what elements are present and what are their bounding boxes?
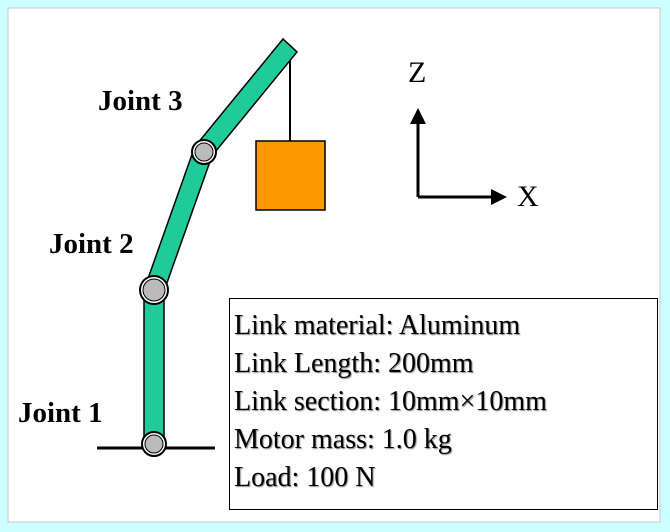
joint-3-marker [191, 139, 217, 165]
x-axis-arrowhead [491, 189, 507, 205]
joint-3-label: Joint 3 [98, 85, 183, 117]
coordinate-axes [410, 108, 507, 205]
specifications-box: Link material: Aluminum Link Length: 200… [229, 298, 658, 510]
spec-link-section: Link section: 10mm×10mm [234, 386, 547, 417]
spec-link-material: Link material: Aluminum [234, 310, 521, 341]
load-box [255, 140, 326, 211]
z-axis-label: Z [408, 56, 426, 89]
link-1 [143, 289, 165, 444]
joint-2-marker [139, 275, 169, 305]
spec-link-length: Link Length: 200mm [234, 348, 474, 379]
x-axis-label: X [517, 180, 539, 213]
spec-load: Load: 100 N [234, 462, 376, 493]
spec-motor-mass: Motor mass: 1.0 kg [234, 424, 452, 455]
joint-2-label: Joint 2 [49, 228, 134, 260]
z-axis-arrowhead [410, 108, 426, 124]
joint-1-marker [141, 431, 167, 457]
joint-1-label: Joint 1 [18, 397, 103, 429]
